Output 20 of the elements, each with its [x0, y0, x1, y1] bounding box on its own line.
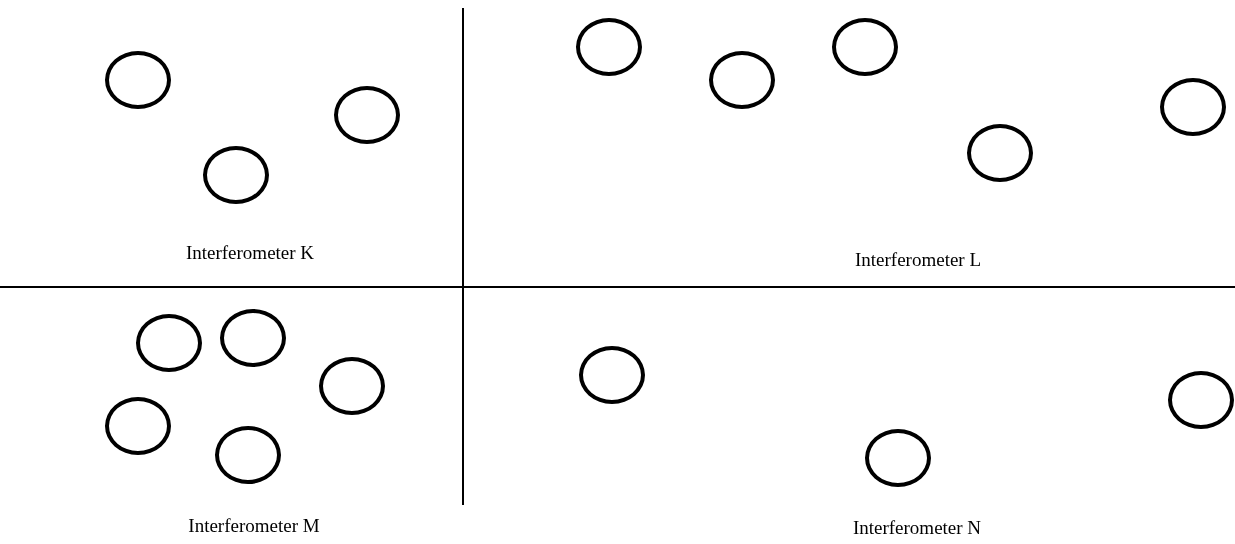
circle-shape — [579, 346, 645, 404]
circle-shape — [220, 309, 286, 367]
circle-shape — [105, 51, 171, 109]
panel-label: Interferometer L — [854, 249, 982, 271]
circle-shape — [865, 429, 931, 487]
panel-label: Interferometer K — [185, 242, 315, 264]
circle-shape — [832, 18, 898, 76]
circle-shape — [709, 51, 775, 109]
circle-shape — [1160, 78, 1226, 136]
circle-shape — [1168, 371, 1234, 429]
circle-shape — [967, 124, 1033, 182]
circle-shape — [136, 314, 202, 372]
circle-shape — [334, 86, 400, 144]
circle-shape — [319, 357, 385, 415]
circle-shape — [215, 426, 281, 484]
circle-shape — [203, 146, 269, 204]
circle-shape — [105, 397, 171, 455]
panel-label: Interferometer N — [852, 517, 982, 539]
circle-shape — [576, 18, 642, 76]
panel-label: Interferometer M — [188, 515, 320, 537]
